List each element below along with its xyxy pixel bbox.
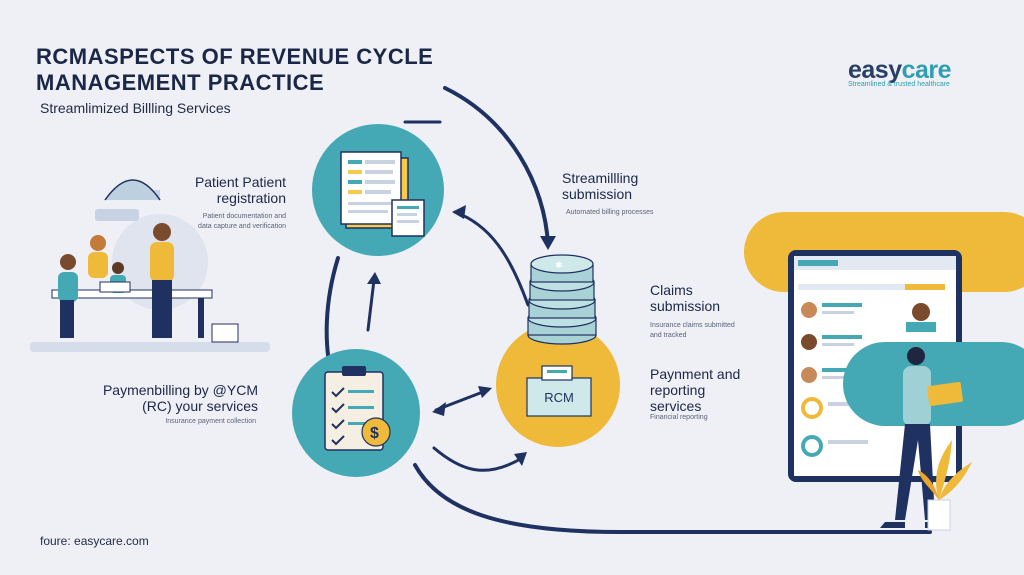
- registration-desc: Patient documentation and data capture a…: [180, 212, 286, 232]
- registration-desc-2: data capture and verification: [198, 223, 286, 230]
- registration-label-1: Patient Patient: [194, 174, 286, 190]
- billing-label-2: (RC) your services: [142, 398, 258, 414]
- streamlining-label-1: Streamillling: [562, 170, 639, 186]
- flow-arrow-up: [366, 278, 376, 332]
- flow-arrow-back: [453, 210, 530, 307]
- payment-label-1: Paynment and: [650, 366, 741, 382]
- arrow-head: [432, 402, 446, 416]
- payment-label: Paynment and reporting services: [650, 366, 740, 414]
- easycare-logo: easycare: [848, 56, 952, 85]
- rcm-box-icon: [526, 365, 592, 417]
- registration-label: Patient Patient registration: [160, 174, 286, 206]
- svg-text:✱: ✱: [555, 261, 563, 271]
- flow-line-bottom: [413, 463, 932, 534]
- coin-stack-icon: ✱: [527, 254, 597, 345]
- page-title: RCMASPECTS OF REVENUE CYCLE MANAGEMENT P…: [36, 44, 433, 96]
- title-line-2: MANAGEMENT PRACTICE: [36, 70, 325, 95]
- logo-tagline: Streamlined & trusted healthcare: [848, 81, 950, 88]
- svg-text:$: $: [370, 425, 379, 442]
- rcm-box-label: RCM: [544, 390, 574, 405]
- arrow-head: [514, 452, 527, 466]
- footer-source: foure: easycare.com: [40, 534, 149, 548]
- streamlining-label: Streamillling submission: [562, 170, 638, 202]
- claims-label-1: Claims: [650, 282, 693, 298]
- title-line-1: RCMASPECTS OF REVENUE CYCLE: [36, 44, 434, 69]
- registration-label-2: registration: [216, 190, 286, 206]
- billing-desc: Insurance payment collection: [165, 418, 256, 425]
- teal-band: [843, 342, 1024, 426]
- flow-arrow-top: [443, 86, 550, 247]
- payment-label-2: reporting: [650, 382, 706, 398]
- clipboard-icon: $: [324, 366, 391, 451]
- plant-icon: [918, 440, 972, 531]
- logo-easy: easy: [848, 56, 902, 84]
- streamlining-label-2: submission: [562, 186, 633, 202]
- claims-desc-1: Insurance claims submitted: [650, 322, 735, 329]
- page-subtitle: Streamlimized Billling Services: [40, 100, 231, 116]
- claims-label: Claims submission: [650, 282, 720, 314]
- arrow-head: [452, 205, 466, 219]
- woman-with-laptop: [880, 347, 963, 528]
- documents-icon: [340, 151, 425, 237]
- logo-care: care: [901, 56, 952, 84]
- claims-desc-2: and tracked: [650, 332, 687, 339]
- payment-desc: Financial reporting: [650, 414, 708, 421]
- claims-desc: Insurance claims submitted and tracked: [650, 321, 735, 341]
- arrow-head: [478, 386, 492, 398]
- streamlining-desc: Automated billing processes: [566, 209, 654, 216]
- arrow-head: [540, 236, 556, 250]
- payment-label-3: services: [650, 398, 702, 414]
- billing-label: Paymenbilling by @YCM (RC) your services: [88, 382, 258, 414]
- registration-desc-1: Patient documentation and: [202, 213, 286, 220]
- claims-label-2: submission: [650, 298, 721, 314]
- flow-arrow-lower: [432, 446, 524, 472]
- team-illustration: [30, 179, 270, 352]
- arrow-head: [367, 272, 381, 284]
- billing-label-1: Paymenbilling by @YCM: [102, 382, 258, 398]
